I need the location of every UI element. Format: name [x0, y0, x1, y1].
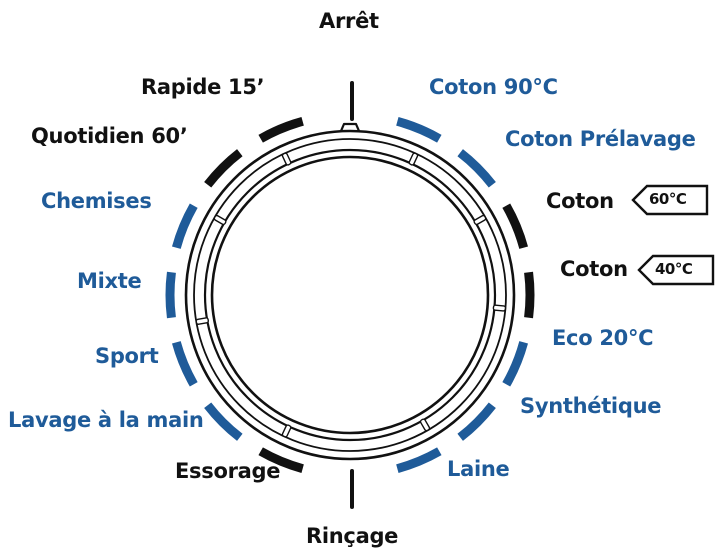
dial-segment-sport: [171, 341, 198, 387]
program-label-coton-prelavage[interactable]: Coton Prélavage: [505, 127, 696, 151]
program-label-sport[interactable]: Sport: [95, 344, 159, 368]
knob-ring-2: [193, 138, 507, 452]
program-label-quotidien-60[interactable]: Quotidien 60’: [31, 124, 188, 148]
temp-tag-40-shape: [637, 254, 715, 286]
knob-tab: [473, 214, 487, 226]
dial-segment-coton-prelavage: [457, 149, 496, 188]
knob-tab: [408, 152, 419, 166]
dial-segment-ring: [165, 81, 535, 509]
program-label-coton-90[interactable]: Coton 90°C: [429, 75, 558, 99]
knob-tab: [281, 424, 292, 438]
program-label-eco-20[interactable]: Eco 20°C: [552, 326, 654, 350]
temp-tag-60: 60°C: [649, 190, 687, 208]
dial-segment-lavage-main: [204, 402, 243, 441]
dial-segment-laine: [396, 447, 442, 474]
program-label-synthetique[interactable]: Synthétique: [520, 394, 662, 418]
dial-segment-essorage: [258, 447, 304, 474]
knob-inner-window: [210, 155, 490, 435]
program-label-mixte[interactable]: Mixte: [77, 269, 142, 293]
program-label-arret[interactable]: Arrêt: [319, 9, 379, 33]
program-label-coton-60[interactable]: Coton: [546, 189, 614, 213]
dial-knob[interactable]: [184, 122, 516, 461]
program-label-lavage-main[interactable]: Lavage à la main: [8, 408, 204, 432]
program-label-laine[interactable]: Laine: [447, 457, 510, 481]
dial-segment-coton-60: [502, 203, 529, 249]
program-label-chemises[interactable]: Chemises: [41, 189, 152, 213]
dial-segment-mixte: [165, 271, 176, 319]
dial-segment-chemises: [171, 203, 198, 249]
program-label-rapide-15[interactable]: Rapide 15’: [141, 75, 265, 99]
temp-tag-60-shape: [631, 184, 709, 216]
knob-tab: [213, 214, 227, 226]
knob-notch: [339, 122, 361, 132]
program-label-essorage[interactable]: Essorage: [175, 459, 281, 483]
temp-tag-40: 40°C: [655, 260, 693, 278]
dial-segment-coton-90: [396, 116, 442, 143]
dial-segment-rapide-15: [258, 116, 304, 143]
knob-tab: [492, 304, 507, 312]
knob-tab: [195, 317, 210, 325]
dial-segment-coton-40: [524, 271, 535, 319]
knob-tab: [281, 152, 292, 166]
knob-ring-3: [203, 148, 497, 442]
knob-tab: [419, 418, 431, 432]
program-label-coton-40[interactable]: Coton: [560, 257, 628, 281]
dial-segment-synthetique: [457, 402, 496, 441]
knob-outer-rim: [184, 129, 516, 461]
dial-segment-eco-20: [502, 341, 529, 387]
program-label-rincage[interactable]: Rinçage: [306, 524, 399, 548]
dial-segment-quotidien-60: [204, 149, 243, 188]
knob-grip-tabs: [195, 152, 507, 438]
